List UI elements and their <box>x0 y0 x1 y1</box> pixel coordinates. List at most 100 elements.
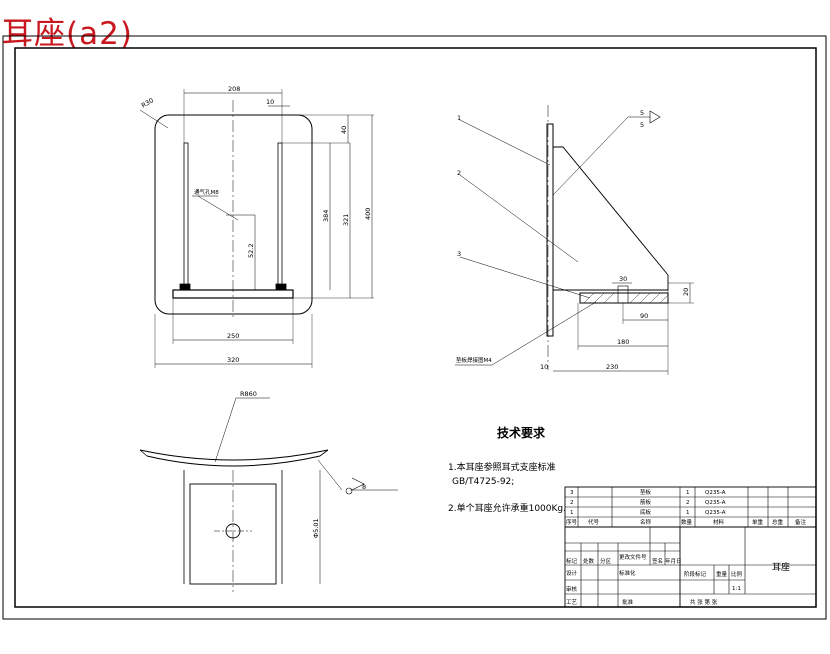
pad-label-leader <box>491 301 597 366</box>
pad-plate <box>172 289 294 299</box>
weld-left <box>179 283 191 291</box>
pt-row-3-no: 3 <box>570 490 574 496</box>
callout-1: 1 <box>457 114 461 122</box>
tech-heading: 技术要求 <box>497 425 546 440</box>
label-vent: 通气孔M8 <box>194 188 219 196</box>
dim-30: 30 <box>619 275 627 283</box>
bottom-base-plate <box>189 483 277 585</box>
dim-180: 180 <box>617 338 629 346</box>
left-rib <box>183 142 189 291</box>
tech-line-2: 2.单个耳座允许承重1000Kg. <box>448 502 566 514</box>
callout-2: 2 <box>457 169 461 177</box>
callout-1-leader <box>459 119 551 166</box>
label-pad: 垫板焊接图M4 <box>456 356 492 364</box>
pt-header-remark: 备注 <box>795 518 807 526</box>
weld-flag <box>649 110 661 124</box>
pt-row-2-mat: Q235-A <box>705 500 726 506</box>
pt-row-1-mat: Q235-A <box>705 510 726 516</box>
weld-leader-bottom <box>317 459 343 491</box>
callout-2-leader <box>459 174 579 263</box>
dim-corner-radius: R30 <box>140 96 155 109</box>
dim-small-right: 20 <box>682 288 690 296</box>
right-rib <box>277 142 283 291</box>
bottom-view <box>139 397 398 592</box>
pt-row-1-qty: 1 <box>686 510 690 516</box>
pt-row-2-no: 2 <box>570 500 574 506</box>
pt-header-no: 序号 <box>566 518 578 526</box>
callout-3: 3 <box>457 250 461 258</box>
tb-sign: 签名 <box>652 557 663 565</box>
curved-plate-top <box>139 449 329 461</box>
dim-right-b: 321 <box>342 214 350 226</box>
side-pad-hatch <box>583 292 669 304</box>
tb-zone: 分区 <box>600 557 612 565</box>
tech-requirements: 技术要求 1.本耳座参照耳式支座标准 GB/T4725-92; 2.单个耳座允许… <box>448 425 566 514</box>
tb-process: 工艺 <box>566 599 578 606</box>
title-block-frame <box>564 526 817 608</box>
tb-review: 审核 <box>566 585 578 593</box>
plate-end-left <box>139 449 148 457</box>
base-plate-outline <box>154 114 313 315</box>
side-view-labels: 1 2 3 5 5 30 20 90 180 230 10 垫板焊接图M4 <box>456 109 690 371</box>
pt-header-code: 代号 <box>588 518 600 526</box>
pt-header-total-weight: 总重 <box>772 518 784 526</box>
tb-scale-val: 1:1 <box>732 586 741 592</box>
dim-bottom-outer: 320 <box>227 356 239 364</box>
pt-row-3-mat: Q235-A <box>705 490 726 496</box>
r860-leader <box>214 397 237 463</box>
outer-border <box>2 35 827 620</box>
pt-header-name: 名称 <box>640 518 652 526</box>
page-title: 耳座(a2) <box>2 16 133 52</box>
dim-right-c: 400 <box>364 208 372 220</box>
plate-end-right <box>319 449 329 457</box>
title-block <box>564 486 817 608</box>
pt-header-material: 材料 <box>713 518 725 526</box>
pt-row-3-qty: 1 <box>686 490 690 496</box>
dim-90: 90 <box>640 312 648 320</box>
weld-symbol: 8 <box>362 483 366 491</box>
dim-small-gap: 10 <box>266 98 274 106</box>
curved-plate-bottom <box>146 455 321 467</box>
tech-line-1b: GB/T4725-92; <box>452 477 514 487</box>
pt-header-qty: 数量 <box>681 518 693 526</box>
side-view <box>455 105 694 375</box>
pt-row-2-qty: 2 <box>686 500 690 506</box>
parts-table-text: 3 垫板 1 Q235-A 2 筋板 2 Q235-A 1 底板 1 Q235-… <box>566 488 807 526</box>
dim-top-width: 208 <box>228 85 240 93</box>
r30-leader <box>139 109 169 129</box>
weld-b: 5 <box>640 121 644 129</box>
dim-10: 10 <box>540 363 548 371</box>
tb-date: 年月日 <box>665 557 682 565</box>
front-view <box>139 89 374 368</box>
weld-leader <box>552 116 629 196</box>
vent-leader <box>197 195 239 221</box>
dim-height: Φ5.01 <box>312 518 320 538</box>
callout-3-leader <box>459 256 591 299</box>
tb-scale: 比例 <box>731 570 743 578</box>
tb-sheets: 共 张 第 张 <box>690 598 718 606</box>
pt-row-1-name: 底板 <box>640 508 652 516</box>
dim-center: 52.2 <box>247 244 255 258</box>
tech-line-1: 1.本耳座参照耳式支座标准 <box>448 461 556 473</box>
inner-border <box>14 47 817 608</box>
tb-standard: 标准化 <box>619 569 636 577</box>
weld-right <box>275 283 287 291</box>
tb-approve: 批准 <box>622 598 634 606</box>
bottom-view-labels: R860 Φ5.01 8 <box>240 390 366 538</box>
bottom-hole <box>225 523 241 539</box>
dim-230: 230 <box>606 363 618 371</box>
weld-a: 5 <box>640 109 644 117</box>
tb-count: 处数 <box>583 557 595 565</box>
tb-stage: 阶段标记 <box>684 570 707 578</box>
weld-circle-bottom <box>345 487 353 495</box>
tb-mark: 标记 <box>566 557 578 565</box>
dim-bottom-inner: 250 <box>227 332 239 340</box>
weld-flag-bottom <box>351 477 365 491</box>
dim-right-small: 40 <box>340 126 348 134</box>
tb-name: 耳座 <box>772 561 790 573</box>
tb-design: 设计 <box>566 569 578 577</box>
title-block-text: 标记 处数 分区 更改文件号 签名 年月日 设计 标准化 审核 工艺 批准 阶段… <box>566 553 790 606</box>
pt-row-2-name: 筋板 <box>640 498 652 506</box>
side-base-plate <box>546 123 554 337</box>
